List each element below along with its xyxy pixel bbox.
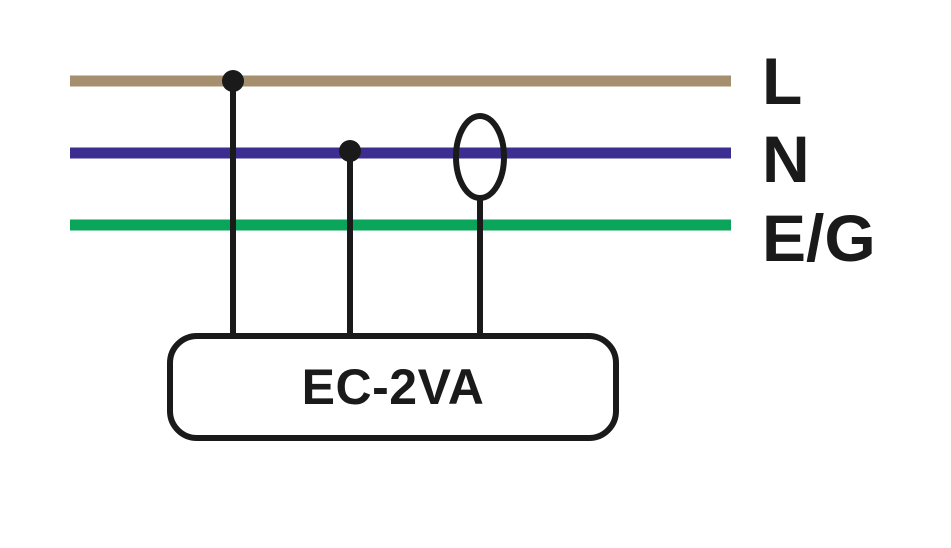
device-box: EC-2VA [167, 333, 619, 441]
live-junction-dot [222, 70, 244, 92]
current-sensor-loop [453, 113, 507, 201]
earth-ground-line-label: E/G [762, 201, 876, 275]
live-line-label: L [762, 44, 803, 118]
neutral-junction-dot [339, 140, 361, 162]
neutral-line-label: N [762, 122, 810, 196]
device-label: EC-2VA [301, 359, 485, 415]
